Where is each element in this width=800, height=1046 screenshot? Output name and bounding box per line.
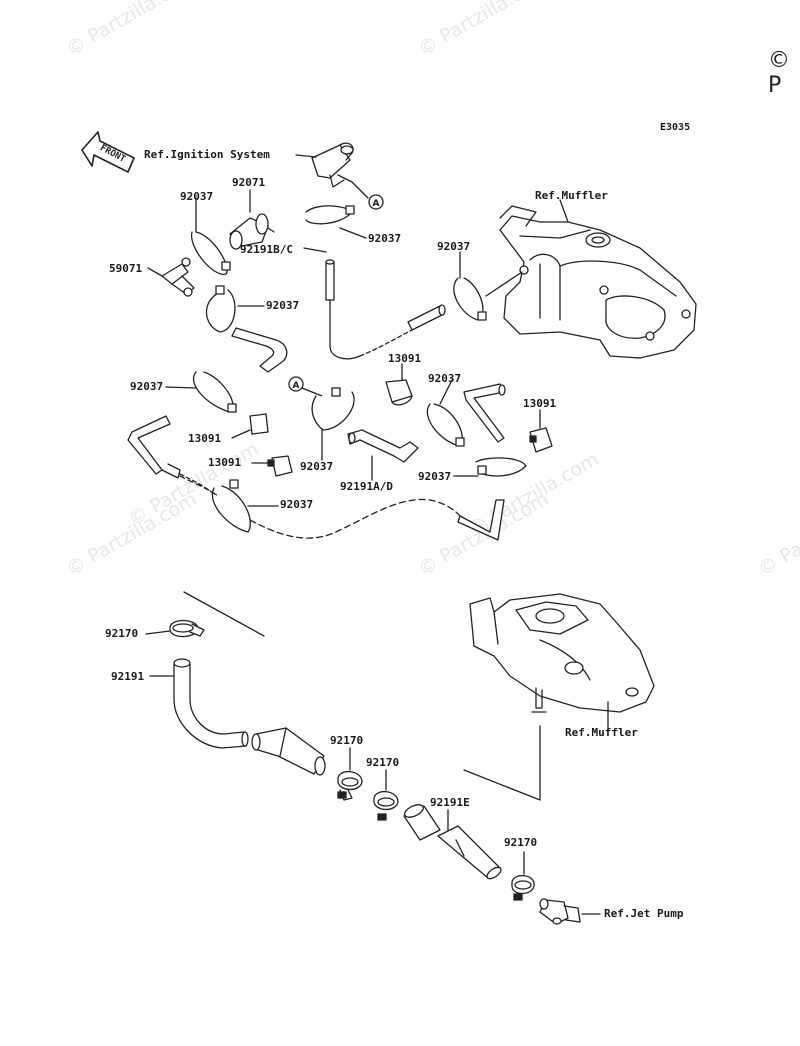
clamp-92170 (337, 771, 363, 801)
cap-13091 (267, 455, 293, 477)
hose-92191ad (347, 429, 419, 463)
part-label-13091: 13091 (188, 432, 222, 445)
part-label-92037: 92037 (266, 299, 300, 312)
diagram-code: E3035 (660, 122, 691, 133)
part-label-92037: 92037 (437, 240, 471, 253)
hose-bend (231, 327, 288, 373)
part-label-92170: 92170 (330, 734, 364, 747)
part-label-92191bc: 92191B/C (240, 243, 293, 256)
part-label-92191ad: 92191A/D (340, 480, 393, 493)
hose-left-middle (127, 415, 215, 495)
ref-ignition-label: Ref.Ignition System (144, 148, 270, 161)
ref-jet-pump-label: Ref.Jet Pump (604, 907, 684, 920)
muffler-bottom (469, 593, 655, 713)
cap-13091 (529, 427, 553, 453)
part-label-92191: 92191 (111, 670, 145, 683)
clamp-92037 (211, 479, 251, 533)
part-label-92071: 92071 (232, 176, 266, 189)
part-label-92037: 92037 (428, 372, 462, 385)
check-valve (229, 213, 275, 250)
hose-92191e (403, 804, 502, 880)
ref-muffler-label: Ref.Muffler (565, 726, 638, 739)
part-label-92037: 92037 (368, 232, 402, 245)
cap-13091 (249, 413, 269, 435)
part-label-13091: 13091 (388, 352, 422, 365)
clamp-92037 (193, 371, 237, 413)
clamp-92037 (191, 231, 231, 275)
part-label-92037: 92037 (280, 498, 314, 511)
clamp-92037 (426, 403, 465, 447)
clamp-92037 (311, 387, 355, 431)
part-label-92037: 92037 (130, 380, 164, 393)
part-label-92170: 92170 (105, 627, 139, 640)
clamp-92170 (373, 791, 399, 821)
clamp-92037 (475, 457, 527, 477)
clamp-92037 (205, 285, 236, 333)
part-label-92191e: 92191E (430, 796, 470, 809)
ref-muffler-label: Ref.Muffler (535, 189, 608, 202)
hose-lower-right (457, 499, 505, 541)
hose-segment (251, 727, 326, 776)
hose-right-middle (463, 383, 506, 443)
jet-pump-fitting (539, 898, 581, 925)
part-label-13091: 13091 (208, 456, 242, 469)
ignition-fitting (311, 142, 354, 188)
front-arrow-icon (81, 131, 135, 173)
callout-a: A (293, 381, 300, 391)
clamp-92037 (305, 205, 355, 225)
corner-mark: © P (768, 48, 790, 98)
cap-13091 (385, 379, 413, 406)
part-label-92037: 92037 (300, 460, 334, 473)
hose-92191 (173, 658, 249, 749)
part-label-92037: 92037 (418, 470, 452, 483)
muffler-top (499, 205, 697, 359)
clamp-92037 (453, 277, 487, 321)
clamp-92170 (169, 619, 205, 638)
callout-a: A (373, 199, 380, 209)
joint-59071 (161, 257, 195, 297)
part-label-92170: 92170 (366, 756, 400, 769)
part-label-92170: 92170 (504, 836, 538, 849)
part-label-13091: 13091 (523, 397, 557, 410)
part-label-59071: 59071 (109, 262, 143, 275)
part-label-92037: 92037 (180, 190, 214, 203)
clamp-92170 (511, 875, 535, 901)
hose-92191bc (325, 259, 446, 360)
